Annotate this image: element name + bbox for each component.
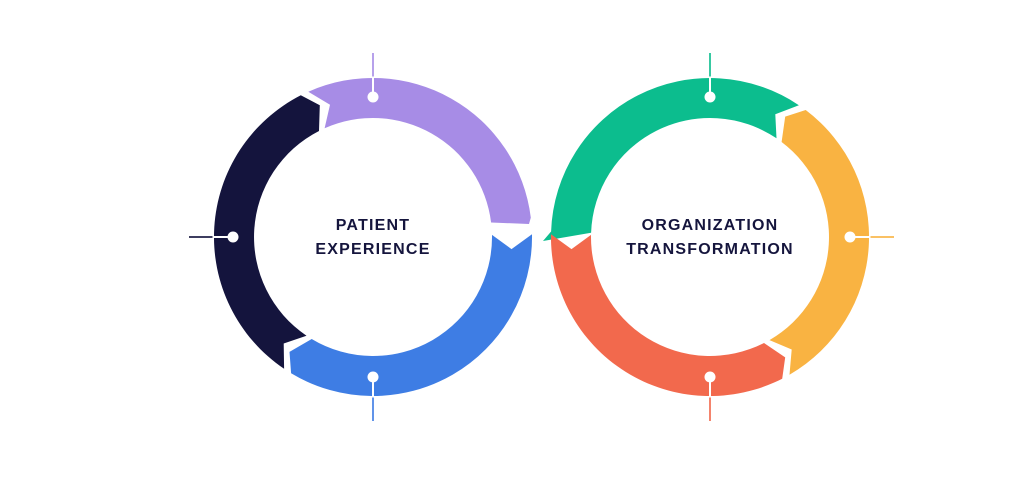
navy-arc-segment [213,95,320,369]
purple-marker-dot [367,91,379,103]
blue-marker [367,371,379,421]
blue-marker-dot [367,371,379,383]
right-loop: ORGANIZATION TRANSFORMATION [543,53,894,421]
blue-arc-segment [289,234,533,397]
purple-marker [367,53,379,103]
right-loop-label-line1: ORGANIZATION [642,217,779,234]
orange-marker [704,371,716,421]
yellow-marker-dot [844,231,856,243]
left-loop-label-line2: EXPERIENCE [315,241,430,258]
right-loop-label-line2: TRANSFORMATION [626,241,794,258]
navy-marker [189,231,239,243]
yellow-arc-segment [769,110,870,375]
green-marker [704,53,716,103]
green-marker-dot [704,91,716,103]
left-loop: PATIENT EXPERIENCE [189,53,533,421]
orange-arc-segment [550,234,786,397]
orange-marker-dot [704,371,716,383]
green-arc-segment [543,78,799,241]
navy-marker-dot [227,231,239,243]
purple-arc-segment [308,77,531,224]
yellow-marker [844,231,894,243]
left-loop-label-line1: PATIENT [336,217,410,234]
